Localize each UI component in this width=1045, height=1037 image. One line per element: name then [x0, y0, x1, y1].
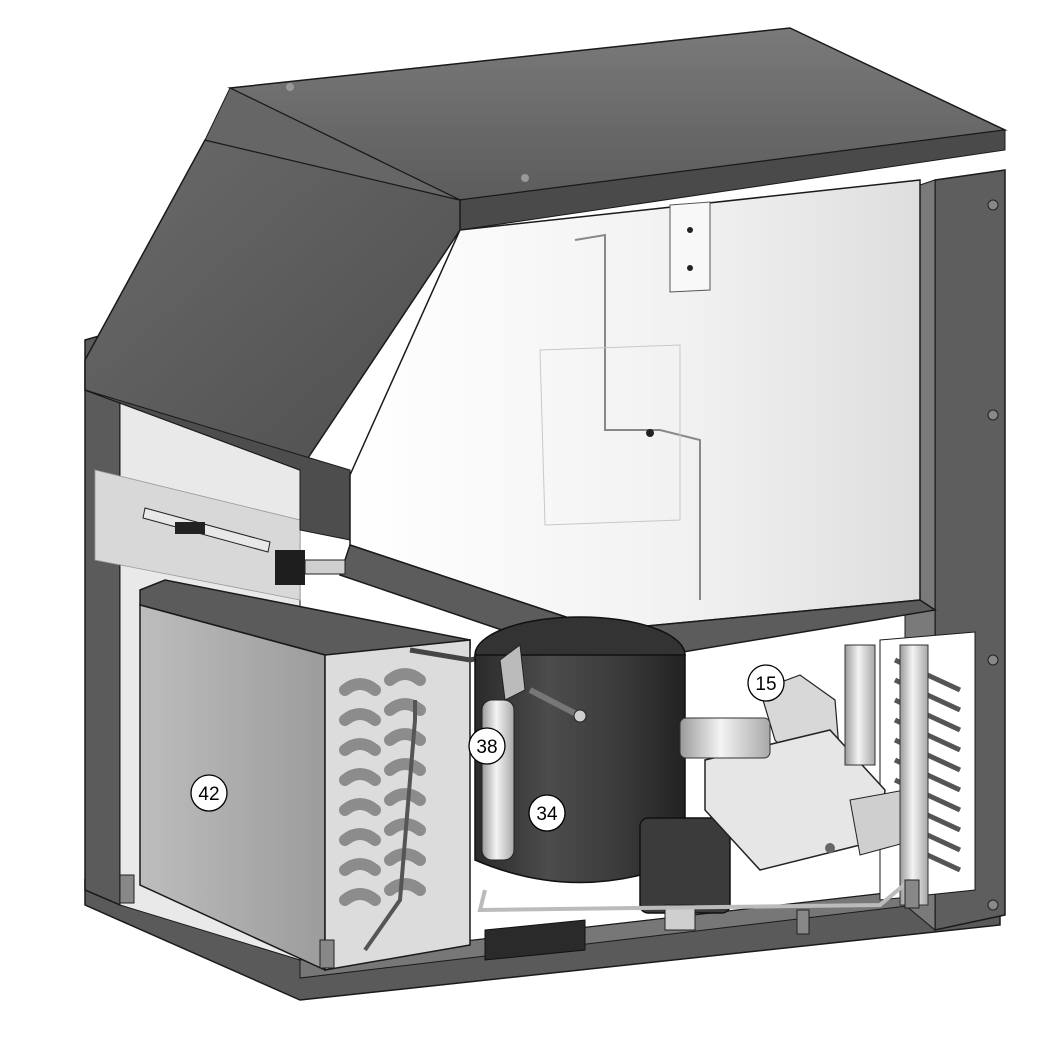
callout-38-circle	[468, 727, 506, 765]
callout-38: 38	[468, 727, 506, 765]
mounting-block	[484, 919, 586, 961]
callout-34: 34	[528, 794, 566, 832]
sloped-front-panel	[84, 87, 461, 541]
frame-screws	[987, 199, 999, 911]
callout-34-label: 34	[536, 804, 558, 825]
callout-15-label: 15	[755, 674, 776, 695]
solenoid-valve	[639, 817, 731, 931]
callout-42-circle	[190, 774, 228, 812]
feet	[119, 874, 920, 969]
condenser-coil	[339, 668, 426, 906]
sensor-bar	[142, 507, 346, 585]
water-pump	[704, 674, 916, 871]
callout-42: 42	[190, 774, 228, 812]
callout-42-label: 42	[198, 784, 219, 805]
callout-15-circle	[747, 664, 785, 702]
condenser	[139, 579, 523, 972]
compressor	[474, 616, 686, 884]
callout-15: 15	[747, 664, 785, 702]
callout-38-label: 38	[476, 737, 497, 758]
callout-34-circle	[528, 794, 566, 832]
